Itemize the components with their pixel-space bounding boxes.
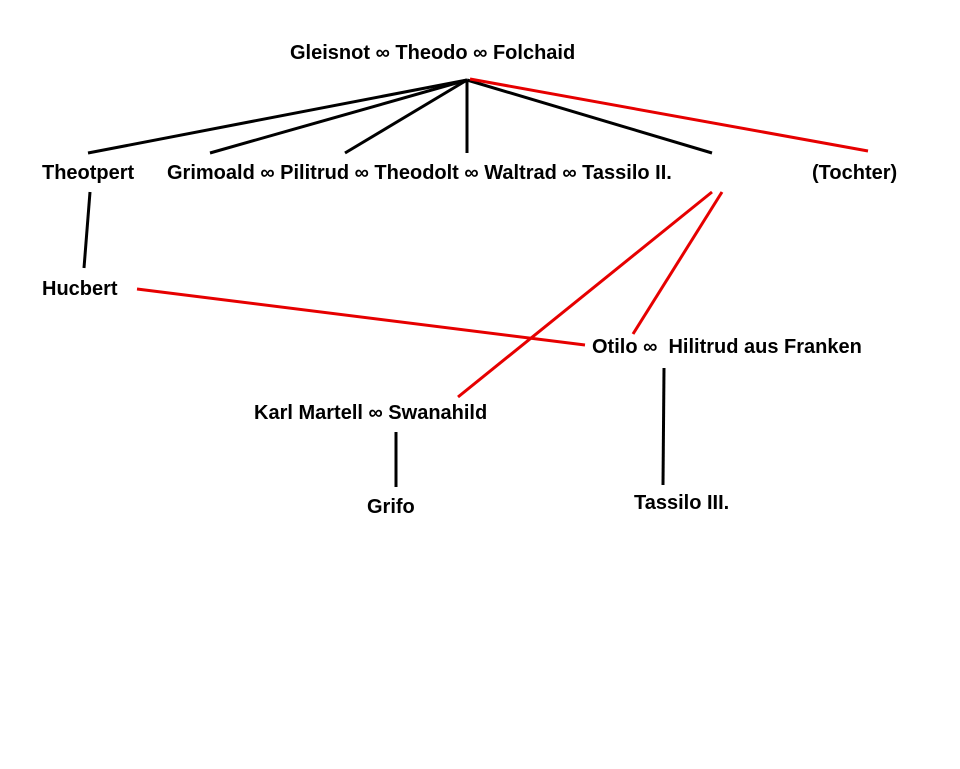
node-hucbert: Hucbert xyxy=(42,278,118,300)
edge-theodo-pilitrud xyxy=(344,78,468,155)
node-tochter: (Tochter) xyxy=(812,162,898,184)
edge-tassilo-ii-swanahild xyxy=(457,190,713,399)
edge-otilo-tassilo-iii xyxy=(661,367,666,486)
node-theotpert: Theotpert xyxy=(42,162,135,184)
edge-hucbert-otilo xyxy=(136,287,586,347)
node-grimoald-pilitrud-theodolt-waltrad-tassilo-ii: Grimoald ∞ Pilitrud ∞ Theodolt ∞ Waltrad… xyxy=(167,162,672,184)
edge-theotpert-hucbert xyxy=(82,191,92,269)
edge-theodo-grimoald xyxy=(209,78,468,155)
edge-theodo-tochter xyxy=(469,77,869,153)
edge-tassilo-ii-otilo xyxy=(631,191,724,335)
node-karl-martell-swanahild: Karl Martell ∞ Swanahild xyxy=(254,402,488,424)
node-otilo-hilitrud: Otilo ∞ Hilitrud aus Franken xyxy=(592,336,862,358)
node-tassilo-iii: Tassilo III. xyxy=(634,492,730,514)
edge-theodo-theotpert xyxy=(87,78,468,155)
node-grifo: Grifo xyxy=(367,496,415,518)
edge-theodo-tassilo-ii xyxy=(466,78,713,155)
node-gleisnot-theodo-folchaid: Gleisnot ∞ Theodo ∞ Folchaid xyxy=(290,42,576,64)
